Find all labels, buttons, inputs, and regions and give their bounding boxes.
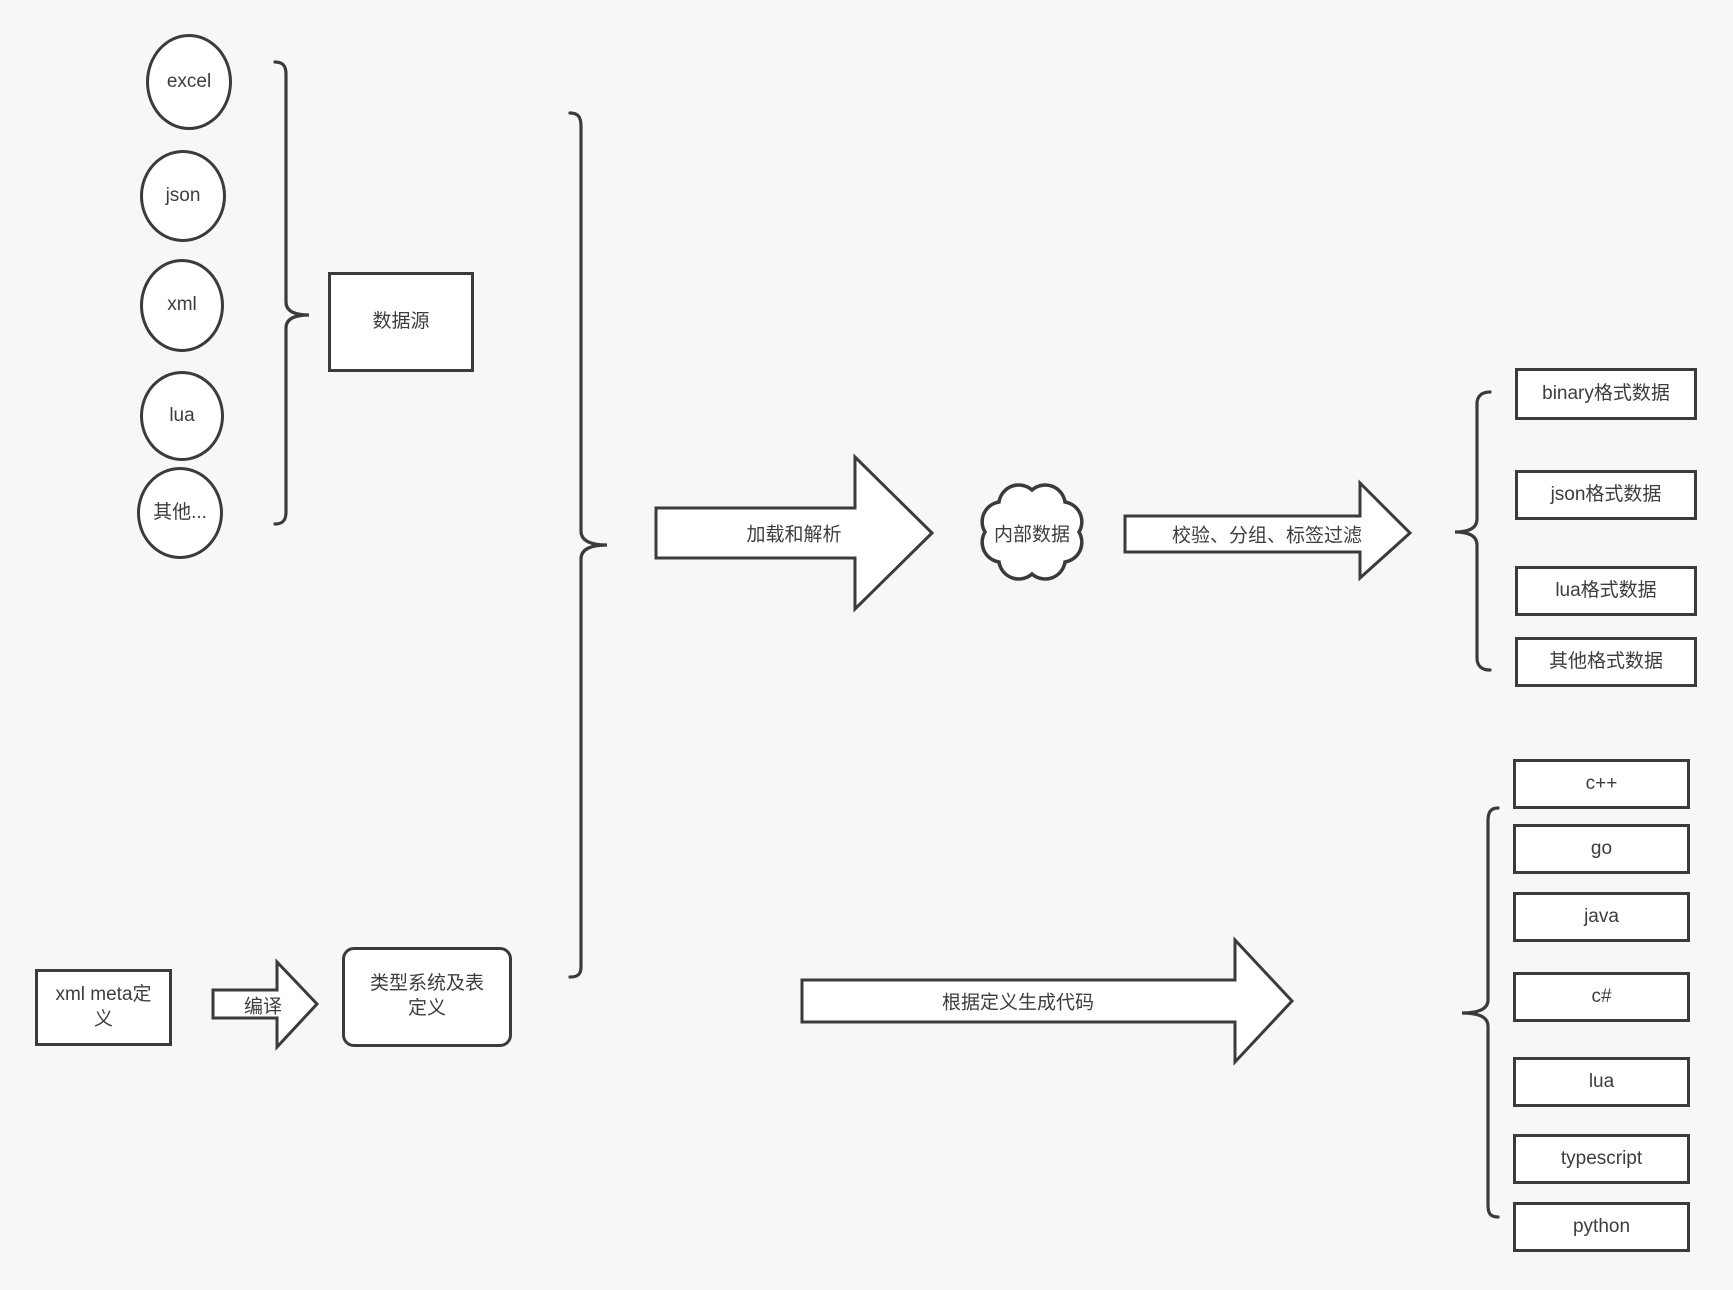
output-box-other: 其他格式数据 — [1515, 637, 1697, 687]
lang-box-go: go — [1513, 824, 1690, 874]
source-node-excel-label: excel — [166, 70, 212, 92]
source-node-lua-label: lua — [169, 404, 195, 426]
lang-box-python: python — [1513, 1202, 1690, 1252]
lang-box-typescript-label: typescript — [1560, 1147, 1643, 1169]
lang-box-lua: lua — [1513, 1057, 1690, 1107]
source-node-xml-label: xml — [167, 294, 197, 316]
output-box-other-label: 其他格式数据 — [1548, 650, 1663, 672]
lang-box-python-label: python — [1572, 1215, 1631, 1237]
lang-box-csharp: c# — [1513, 972, 1690, 1022]
compile-arrow — [211, 958, 320, 1051]
lang-box-lua-label: lua — [1588, 1070, 1615, 1092]
load-parse-arrow — [654, 453, 935, 613]
source-node-json: json — [140, 150, 226, 242]
filter-arrow — [1123, 479, 1413, 582]
output-box-lua-label: lua格式数据 — [1555, 579, 1657, 601]
lang-box-go-label: go — [1590, 837, 1613, 859]
left-side-group-brace — [568, 111, 608, 979]
load-parse-arrow-label: 加载和解析 — [746, 524, 842, 546]
internal-data-cloud — [980, 483, 1084, 581]
source-node-excel: excel — [146, 34, 232, 130]
source-node-other: 其他... — [137, 467, 223, 559]
generate-code-arrow-label: 根据定义生成代码 — [941, 992, 1095, 1014]
internal-data-cloud-label: 内部数据 — [993, 524, 1071, 546]
data-source-box-label: 数据源 — [372, 310, 430, 332]
xml-meta-box-label: xml meta定义 — [55, 983, 152, 1030]
lang-box-typescript: typescript — [1513, 1134, 1690, 1184]
output-box-binary-label: binary格式数据 — [1542, 382, 1670, 404]
source-node-lua: lua — [140, 371, 224, 461]
lang-box-java: java — [1513, 892, 1690, 942]
sources-group-brace — [273, 60, 310, 526]
languages-group-brace — [1461, 806, 1500, 1219]
lang-box-cpp: c++ — [1513, 759, 1690, 809]
output-box-json-label: json格式数据 — [1550, 483, 1662, 505]
type-system-box-label: 类型系统及表定义 — [369, 973, 484, 1019]
type-system-box: 类型系统及表定义 — [342, 947, 512, 1047]
lang-box-csharp-label: c# — [1591, 985, 1612, 1007]
output-box-lua: lua格式数据 — [1515, 566, 1697, 616]
generate-code-arrow — [800, 936, 1295, 1066]
lang-box-java-label: java — [1584, 905, 1619, 927]
output-box-binary: binary格式数据 — [1515, 368, 1697, 420]
source-node-other-label: 其他... — [153, 501, 207, 523]
source-node-json-label: json — [165, 184, 201, 206]
lang-box-cpp-label: c++ — [1585, 772, 1618, 794]
output-formats-group-brace — [1454, 390, 1492, 672]
compile-arrow-label: 编译 — [243, 996, 283, 1018]
source-node-xml: xml — [140, 259, 224, 352]
data-source-box: 数据源 — [328, 272, 474, 372]
output-box-json: json格式数据 — [1515, 470, 1697, 520]
filter-arrow-label: 校验、分组、标签过滤 — [1171, 525, 1363, 547]
xml-meta-box: xml meta定义 — [35, 969, 172, 1046]
